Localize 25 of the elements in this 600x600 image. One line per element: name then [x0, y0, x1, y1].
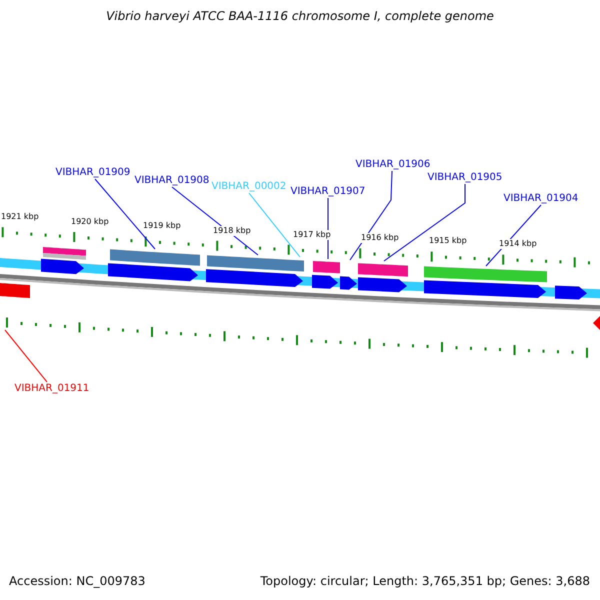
gene-label: VIBHAR_01911 [14, 382, 90, 395]
gene-label: VIBHAR_00002 [212, 180, 286, 193]
footer-text: Topology: circular; Length: 3,765,351 bp; Genes: 3,688 [260, 575, 590, 588]
scale-label: 1919 kbp [143, 221, 181, 232]
leader-line [4, 330, 48, 382]
scale-label: 1916 kbp [361, 233, 399, 244]
leader-line [248, 192, 300, 258]
gene-label: VIBHAR_01908 [134, 174, 210, 187]
scale-label: 1921 kbp [1, 212, 39, 222]
scale-label: 1915 kbp [429, 236, 467, 246]
gene-label: VIBHAR_01907 [290, 185, 366, 198]
gene-label: VIBHAR_01906 [356, 158, 430, 171]
gene-label: VIBHAR_01904 [504, 192, 578, 205]
leader-line [384, 184, 466, 262]
scale-label: 1914 kbp [499, 239, 537, 250]
footer-text: Accession: NC_009783 [9, 575, 146, 588]
leader-line [350, 170, 392, 260]
gene-label: VIBHAR_01909 [56, 166, 130, 179]
scale-label: 1918 kbp [213, 226, 251, 236]
gene-label: VIBHAR_01905 [428, 171, 502, 184]
leader-line [172, 186, 258, 256]
title: Vibrio harveyi ATCC BAA-1116 chromosome I, complete genome [105, 10, 495, 23]
scale-label: 1920 kbp [71, 216, 109, 227]
leader-line [94, 178, 156, 250]
scale-label: 1917 kbp [293, 230, 331, 240]
